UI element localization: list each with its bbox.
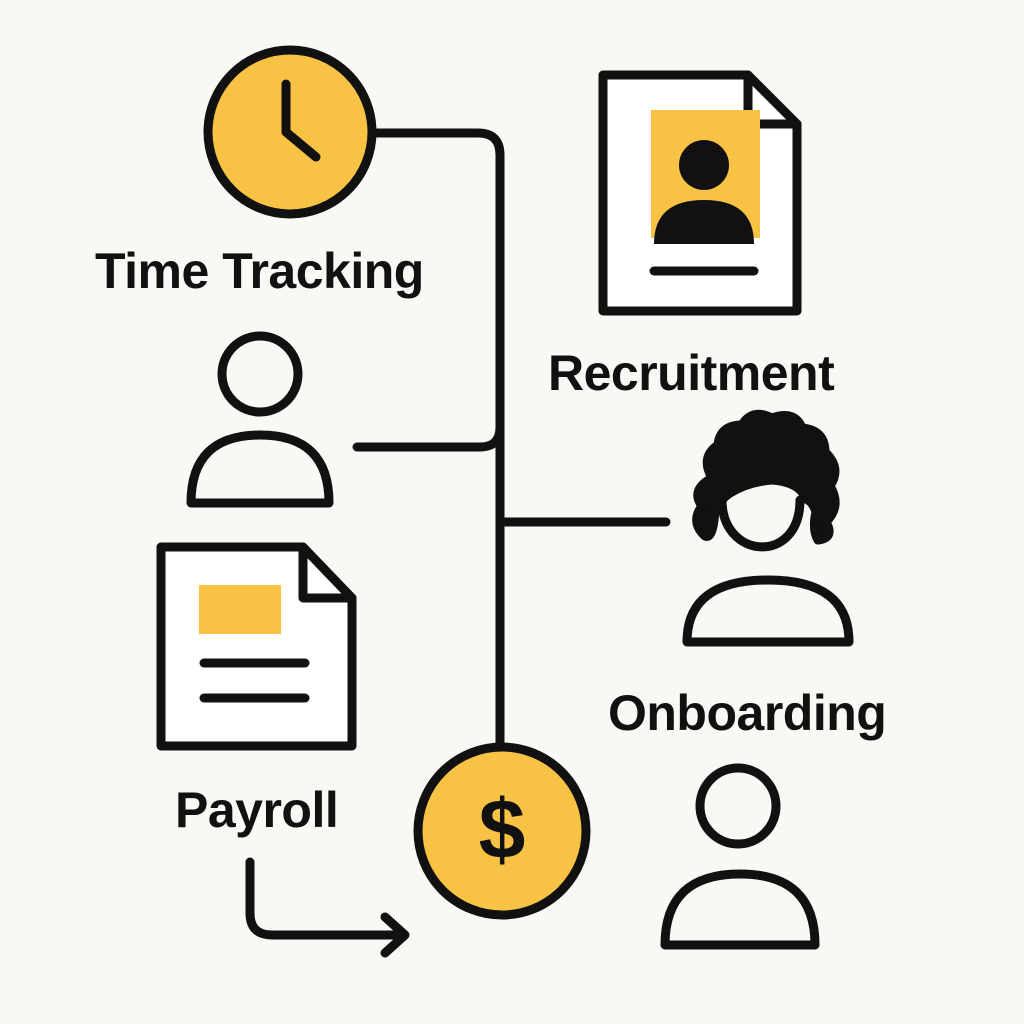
label-recruitment: Recruitment [548,345,835,401]
resume-avatar-body [654,200,754,244]
clock-icon [203,45,377,219]
resume-document-icon [598,70,802,316]
label-payroll: Payroll [175,782,339,838]
label-onboarding: Onboarding [608,685,887,741]
face-outline [717,495,805,552]
arrow-right-icon [245,857,410,958]
payroll-highlight [199,585,281,634]
resume-avatar-head [679,140,729,190]
person-icon [186,331,334,508]
payroll-document-icon [156,542,357,751]
curly-hair-person-icon [682,409,854,647]
curly-hair [692,409,840,545]
person-icon [660,763,820,950]
dollar-coin-icon [413,742,591,920]
label-time-tracking: Time Tracking [95,243,424,299]
connector-trunk [372,128,505,755]
dollar-sign: $ [479,782,526,876]
connector-lines [352,128,671,755]
connector-person [352,422,505,452]
